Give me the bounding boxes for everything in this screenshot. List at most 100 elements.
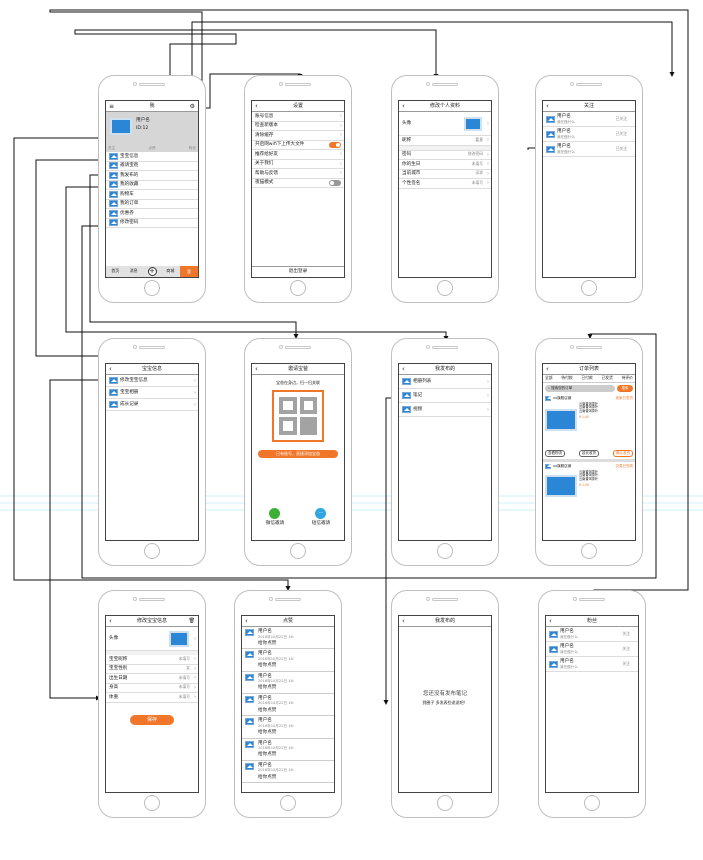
- menu-icon[interactable]: ≡: [109, 103, 115, 110]
- menu-item[interactable]: 修改密码: [106, 219, 198, 228]
- menu-item[interactable]: 邀请宝爸: [106, 162, 198, 171]
- settings-item[interactable]: 关于我们›: [252, 160, 344, 169]
- follow-status[interactable]: 已关注: [615, 130, 627, 136]
- settings-item[interactable]: 账号信息›: [252, 112, 344, 122]
- home-button[interactable]: [437, 280, 453, 296]
- add-dad-button[interactable]: 已有账号，直接添加宝爸: [258, 449, 338, 458]
- back-icon[interactable]: ‹: [245, 617, 248, 625]
- menu-item[interactable]: 宝宝信息: [106, 152, 198, 162]
- baby-field[interactable]: 体重未填写›: [106, 693, 198, 703]
- follow-item[interactable]: 用户名我在做什么已关注: [543, 112, 635, 127]
- follow-status[interactable]: 已关注: [615, 115, 627, 121]
- order-card[interactable]: xx旗舰店铺交易已完成 云南普洱茶叶云南普洱茶叶云南普洱茶叶¥ 1.00: [543, 462, 635, 499]
- tab-review[interactable]: 待评价: [621, 375, 633, 380]
- baby-item[interactable]: 修改宝宝信息›: [106, 375, 198, 387]
- stat-likes[interactable]: 点赞: [148, 145, 156, 150]
- search-input[interactable]: ⌕ 搜索您的订单: [545, 384, 615, 392]
- order-card[interactable]: xx旗舰店铺卖家已发货 云南普洱茶叶云南普洱茶叶云南普洱茶叶¥ 1.00 查看物…: [543, 394, 635, 462]
- add-icon[interactable]: +: [147, 267, 157, 276]
- home-button[interactable]: [437, 795, 453, 811]
- back-icon[interactable]: ‹: [402, 617, 405, 625]
- stat-fans[interactable]: 粉丝: [188, 145, 196, 150]
- back-icon[interactable]: ‹: [109, 617, 112, 625]
- posts-item[interactable]: 相册列表›: [399, 375, 491, 389]
- sms-invite[interactable]: …短信邀请: [312, 507, 330, 527]
- home-button[interactable]: [581, 280, 597, 296]
- baby-item[interactable]: 成长记录›: [106, 399, 198, 411]
- wifi-upload-toggle[interactable]: [329, 141, 341, 148]
- settings-item[interactable]: 夜猫模式: [252, 179, 344, 188]
- tab-messages[interactable]: 消息: [129, 268, 138, 274]
- home-button[interactable]: [581, 543, 597, 559]
- follow-status[interactable]: 已关注: [615, 145, 627, 151]
- home-button[interactable]: [280, 795, 296, 811]
- search-button[interactable]: 搜索: [617, 384, 633, 392]
- profile-item[interactable]: 你的生日未填写›: [399, 160, 491, 170]
- home-button[interactable]: [290, 543, 306, 559]
- back-icon[interactable]: ‹: [255, 102, 258, 110]
- logout-button[interactable]: 退出登录: [252, 266, 344, 277]
- follow-button[interactable]: 关注: [622, 660, 630, 666]
- home-button[interactable]: [290, 280, 306, 296]
- settings-item[interactable]: 推荐给好友›: [252, 150, 344, 160]
- fan-item[interactable]: 用户名我在做什么关注: [546, 627, 638, 642]
- profile-item[interactable]: 当前城市深圳›: [399, 170, 491, 179]
- fan-item[interactable]: 用户名我在做什么关注: [546, 657, 638, 672]
- baby-field[interactable]: 出生日期未填写›: [106, 674, 198, 684]
- menu-item[interactable]: 我的订单: [106, 200, 198, 209]
- tab-all[interactable]: 全部: [545, 375, 553, 380]
- save-button[interactable]: 保存: [130, 714, 174, 725]
- night-mode-toggle[interactable]: [329, 179, 341, 186]
- follow-button[interactable]: 关注: [622, 630, 630, 636]
- tab-me[interactable]: 我: [179, 266, 198, 277]
- menu-item[interactable]: 购物车: [106, 190, 198, 200]
- home-button[interactable]: [144, 795, 160, 811]
- profile-item[interactable]: 昵称嘉意›: [399, 136, 491, 146]
- home-button[interactable]: [437, 543, 453, 559]
- avatar-row[interactable]: 头像›: [106, 627, 198, 651]
- back-icon[interactable]: ‹: [402, 365, 405, 373]
- tab-unpaid[interactable]: 待付款: [561, 375, 573, 380]
- posts-item[interactable]: 笔记›: [399, 389, 491, 403]
- baby-item[interactable]: 宝宝相册›: [106, 387, 198, 399]
- baby-field[interactable]: 身高未填写›: [106, 684, 198, 693]
- back-icon[interactable]: ‹: [546, 102, 549, 110]
- track-button[interactable]: 查看物流: [545, 450, 565, 457]
- menu-item[interactable]: 我的收藏: [106, 181, 198, 190]
- back-icon[interactable]: ‹: [549, 617, 552, 625]
- back-icon[interactable]: ‹: [109, 365, 112, 373]
- extend-button[interactable]: 延长收货: [579, 450, 599, 457]
- home-button[interactable]: [144, 280, 160, 296]
- baby-field[interactable]: 宝宝昵称未填写›: [106, 655, 198, 665]
- follow-item[interactable]: 用户名我在做什么已关注: [543, 127, 635, 142]
- follow-button[interactable]: 关注: [622, 645, 630, 651]
- wechat-invite[interactable]: 微信邀请: [266, 507, 284, 527]
- back-icon[interactable]: ‹: [402, 102, 405, 110]
- follow-item[interactable]: 用户名我在做什么已关注: [543, 142, 635, 157]
- settings-item[interactable]: 开启网wifi下上传大文件: [252, 141, 344, 150]
- stat-follow[interactable]: 关注: [108, 145, 116, 150]
- trash-icon[interactable]: 🗑: [188, 618, 195, 624]
- fan-item[interactable]: 用户名我在做什么关注: [546, 642, 638, 657]
- gear-icon[interactable]: ⚙: [189, 103, 195, 110]
- home-button[interactable]: [144, 543, 160, 559]
- menu-item[interactable]: 我发布的: [106, 171, 198, 181]
- menu-item[interactable]: 优惠券: [106, 209, 198, 219]
- profile-item[interactable]: 个性签名未填写›: [399, 179, 491, 189]
- settings-item[interactable]: 清除缓存›: [252, 131, 344, 141]
- baby-field[interactable]: 宝宝性别女›: [106, 665, 198, 674]
- tab-home[interactable]: 首页: [111, 268, 120, 274]
- back-icon[interactable]: ‹: [546, 365, 549, 373]
- home-button[interactable]: [584, 795, 600, 811]
- tab-paid[interactable]: 已付款: [581, 375, 593, 380]
- tab-shop[interactable]: 商城: [166, 268, 175, 274]
- settings-item[interactable]: 帮助与反馈›: [252, 169, 344, 179]
- tab-shipped[interactable]: 已发货: [601, 375, 613, 380]
